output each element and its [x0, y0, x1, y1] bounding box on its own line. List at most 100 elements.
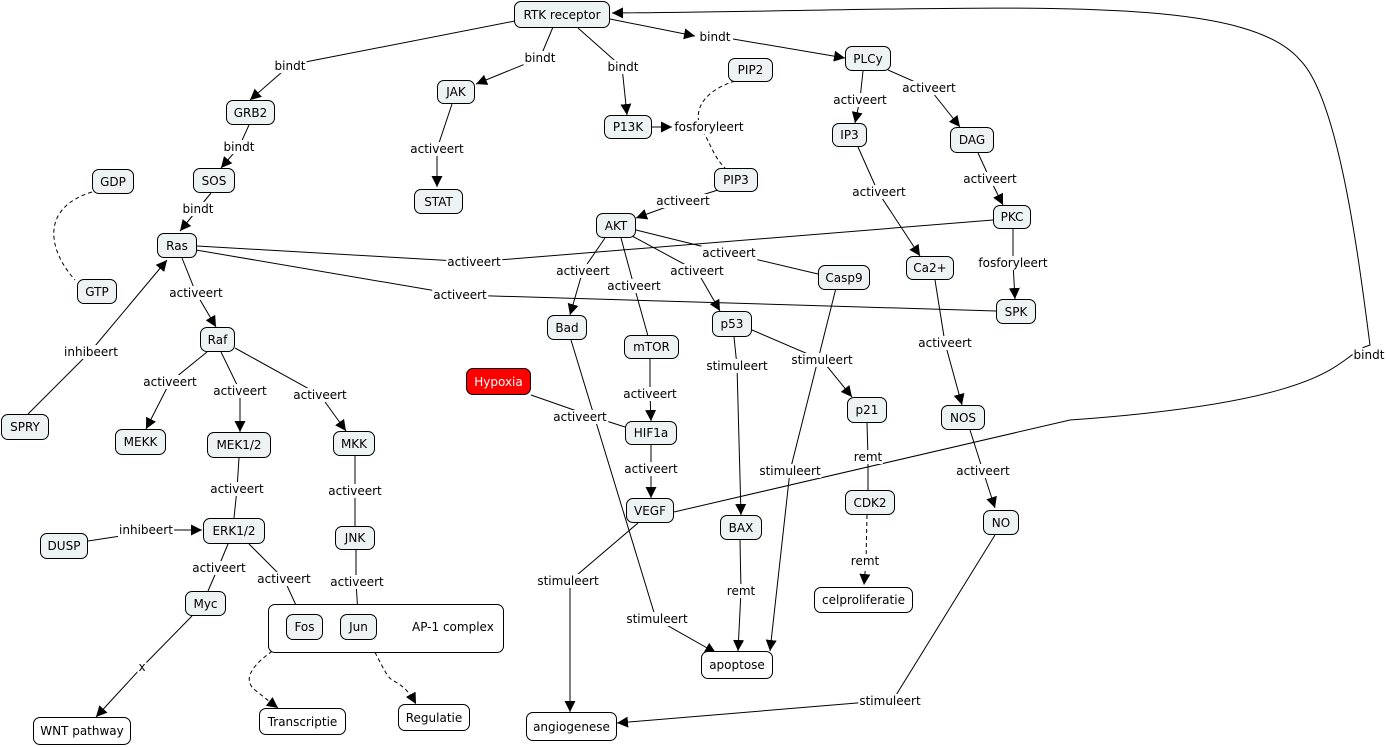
- edge-label: stimuleert: [536, 574, 600, 588]
- edge-label: bindt: [222, 140, 256, 154]
- edge-rtk-plcy-2: [732, 38, 846, 62]
- edge-label: activeert: [851, 185, 907, 199]
- edge-label: stimuleert: [858, 694, 922, 708]
- edge-cdk2-celproliferatie: [859, 514, 871, 586]
- node-ras[interactable]: Ras: [157, 233, 197, 258]
- node-gdp[interactable]: GDP: [92, 169, 134, 194]
- node-sos[interactable]: SOS: [193, 168, 235, 193]
- edge-label: activeert: [901, 81, 957, 95]
- edge-label: bindt: [273, 59, 307, 73]
- edge-raf-mekk: [145, 351, 208, 430]
- edge-label: fosforyleert: [673, 120, 745, 134]
- node-spk[interactable]: SPK: [996, 299, 1036, 324]
- node-cdk2[interactable]: CDK2: [845, 490, 895, 515]
- node-myc[interactable]: Myc: [185, 591, 226, 616]
- edge-label: activeert: [329, 575, 385, 589]
- edge-label: stimuleert: [705, 359, 769, 373]
- node-bad[interactable]: Bad: [547, 315, 587, 340]
- edge-ip3-ca2: [857, 146, 921, 257]
- node-regulatie[interactable]: Regulatie: [398, 704, 470, 731]
- node-p21[interactable]: p21: [847, 397, 887, 423]
- node-mek12[interactable]: MEK1/2: [207, 432, 271, 458]
- node-bax[interactable]: BAX: [720, 515, 762, 540]
- node-mekk[interactable]: MEKK: [115, 429, 166, 455]
- node-angiogenese[interactable]: angiogenese: [526, 712, 617, 741]
- edge-label: activeert: [142, 375, 198, 389]
- node-apoptose[interactable]: apoptose: [701, 651, 773, 679]
- node-rtk-receptor[interactable]: RTK receptor: [514, 1, 610, 28]
- node-hypoxia[interactable]: Hypoxia: [466, 368, 531, 395]
- node-vegf[interactable]: VEGF: [626, 498, 674, 523]
- node-nos[interactable]: NOS: [941, 405, 985, 430]
- edge-label: activeert: [292, 388, 348, 402]
- node-p13k[interactable]: P13K: [604, 115, 652, 139]
- edge-label: remt: [849, 554, 881, 568]
- edge-label: activeert: [552, 410, 608, 424]
- node-jun[interactable]: Jun: [340, 614, 377, 640]
- edge-label: activeert: [622, 387, 678, 401]
- node-gtp[interactable]: GTP: [77, 279, 117, 304]
- node-hif1a[interactable]: HIF1a: [625, 421, 677, 445]
- edge-plcy-dag: [887, 69, 961, 128]
- edge-label: activeert: [917, 336, 973, 350]
- edge-pkc-ras: [196, 219, 994, 263]
- node-plcy[interactable]: PLCy: [845, 46, 891, 71]
- edge-label: activeert: [555, 264, 611, 278]
- node-no[interactable]: NO: [983, 510, 1019, 535]
- node-mtor[interactable]: mTOR: [624, 335, 679, 359]
- node-pip3[interactable]: PIP3: [714, 168, 758, 192]
- edge-label: activeert: [446, 255, 502, 269]
- edge-label: bindt: [1352, 348, 1386, 362]
- edge-fos-transcriptie: [248, 639, 291, 709]
- edge-label: stimuleert: [758, 464, 822, 478]
- node-stat[interactable]: STAT: [414, 189, 463, 214]
- edge-gdp-gtp: [53, 191, 93, 281]
- edge-label: bindt: [523, 51, 557, 65]
- node-dusp[interactable]: DUSP: [40, 533, 88, 559]
- edge-label: bindt: [181, 202, 215, 216]
- edge-label: activeert: [606, 279, 662, 293]
- edge-label: activeert: [256, 572, 312, 586]
- edge-label: activeert: [212, 384, 268, 398]
- edge-label: bindt: [698, 30, 732, 44]
- edge-label: activeert: [669, 264, 725, 278]
- node-akt[interactable]: AKT: [596, 213, 636, 238]
- edge-label: activeert: [701, 246, 757, 260]
- ap1-complex-label: AP-1 complex: [412, 620, 494, 634]
- edge-label: stimuleert: [625, 612, 689, 626]
- node-pkc[interactable]: PKC: [993, 205, 1031, 229]
- edge-ras-spk: [195, 249, 997, 312]
- node-spry[interactable]: SPRY: [1, 414, 49, 440]
- edge-label: activeert: [327, 484, 383, 498]
- edge-label: activeert: [955, 464, 1011, 478]
- node-ip3[interactable]: IP3: [832, 123, 867, 147]
- edge-label: bindt: [606, 60, 640, 74]
- node-transcriptie[interactable]: Transcriptie: [259, 708, 346, 735]
- node-p53[interactable]: p53: [712, 311, 752, 337]
- node-raf[interactable]: Raf: [200, 327, 235, 352]
- edge-vegf-rtk: [611, 7, 1371, 513]
- node-jnk[interactable]: JNK: [335, 526, 375, 550]
- node-ca2[interactable]: Ca2+: [906, 256, 954, 280]
- node-casp9[interactable]: Casp9: [818, 265, 870, 290]
- node-pip2[interactable]: PIP2: [728, 58, 773, 82]
- edge-label: x: [137, 660, 147, 674]
- edge-label: stimuleert: [790, 353, 854, 367]
- edge-pip2-pip3: [697, 80, 736, 169]
- node-dag[interactable]: DAG: [950, 127, 994, 153]
- edge-label: remt: [852, 450, 884, 464]
- edge-label: activeert: [168, 286, 224, 300]
- node-jak[interactable]: JAK: [437, 80, 475, 104]
- node-wnt-pathway[interactable]: WNT pathway: [33, 717, 131, 745]
- node-mkk[interactable]: MKK: [333, 431, 375, 456]
- node-fos[interactable]: Fos: [286, 614, 323, 640]
- node-erk12[interactable]: ERK1/2: [203, 518, 265, 544]
- edge-label: remt: [725, 584, 757, 598]
- node-celproliferatie[interactable]: celproliferatie: [814, 587, 913, 613]
- edge-label: activeert: [623, 462, 679, 476]
- edge-rtk-plcy: [609, 18, 696, 40]
- edge-label: fosforyleert: [977, 256, 1049, 270]
- node-grb2[interactable]: GRB2: [226, 100, 275, 125]
